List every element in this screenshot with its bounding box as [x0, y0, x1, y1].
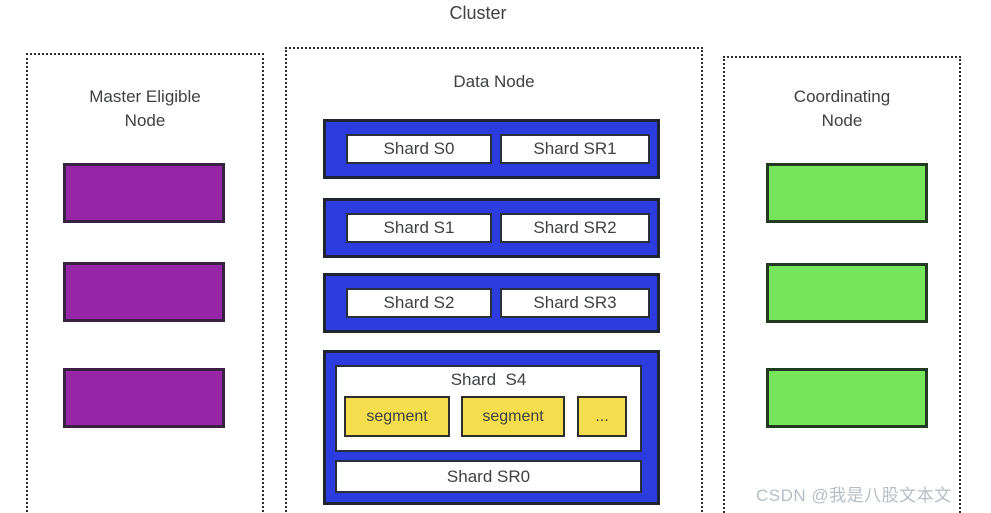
coordinating-panel-title: Coordinating Node — [725, 85, 959, 133]
master-panel-title: Master Eligible Node — [28, 85, 262, 133]
coordinating-title-line1: Coordinating — [793, 87, 891, 106]
cluster-title: Cluster — [449, 3, 507, 23]
master-node-2 — [63, 262, 225, 322]
master-title-line1: Master Eligible — [89, 87, 201, 106]
coordinating-title-line2: Node — [821, 111, 863, 130]
master-eligible-node-panel: Master Eligible Node — [26, 53, 264, 513]
segment-box-1: segment — [344, 396, 450, 437]
shard-bar-1: Shard S1 Shard SR2 — [323, 198, 660, 258]
shard-bar-0: Shard S0 Shard SR1 — [323, 119, 660, 179]
csdn-watermark: CSDN @我是八股文本文 — [756, 486, 952, 505]
shard-s4-box: Shard S4 segment segment ... — [335, 365, 642, 452]
shard-sr1-box: Shard SR1 — [500, 134, 650, 164]
shard-bar-2: Shard S2 Shard SR3 — [323, 273, 660, 333]
coordinating-node-1 — [766, 163, 928, 223]
master-title-line2: Node — [124, 111, 166, 130]
shard-s4-title: Shard S4 — [450, 370, 527, 389]
data-node-panel: Data Node Shard S0 Shard SR1 Shard S1 Sh… — [285, 47, 703, 513]
shard-sr0-box: Shard SR0 — [335, 460, 642, 493]
coordinating-node-panel: Coordinating Node — [723, 56, 961, 513]
shard-s2-box: Shard S2 — [346, 288, 492, 318]
coordinating-node-3 — [766, 368, 928, 428]
segment-box-ellipsis: ... — [577, 396, 627, 437]
shard-detail-container: Shard S4 segment segment ... Shard SR0 — [323, 350, 660, 505]
shard-s0-box: Shard S0 — [346, 134, 492, 164]
shard-sr3-box: Shard SR3 — [500, 288, 650, 318]
master-node-3 — [63, 368, 225, 428]
segment-box-2: segment — [461, 396, 565, 437]
coordinating-node-2 — [766, 263, 928, 323]
shard-s1-box: Shard S1 — [346, 213, 492, 243]
master-node-1 — [63, 163, 225, 223]
shard-sr2-box: Shard SR2 — [500, 213, 650, 243]
data-panel-title: Data Node — [453, 72, 535, 91]
